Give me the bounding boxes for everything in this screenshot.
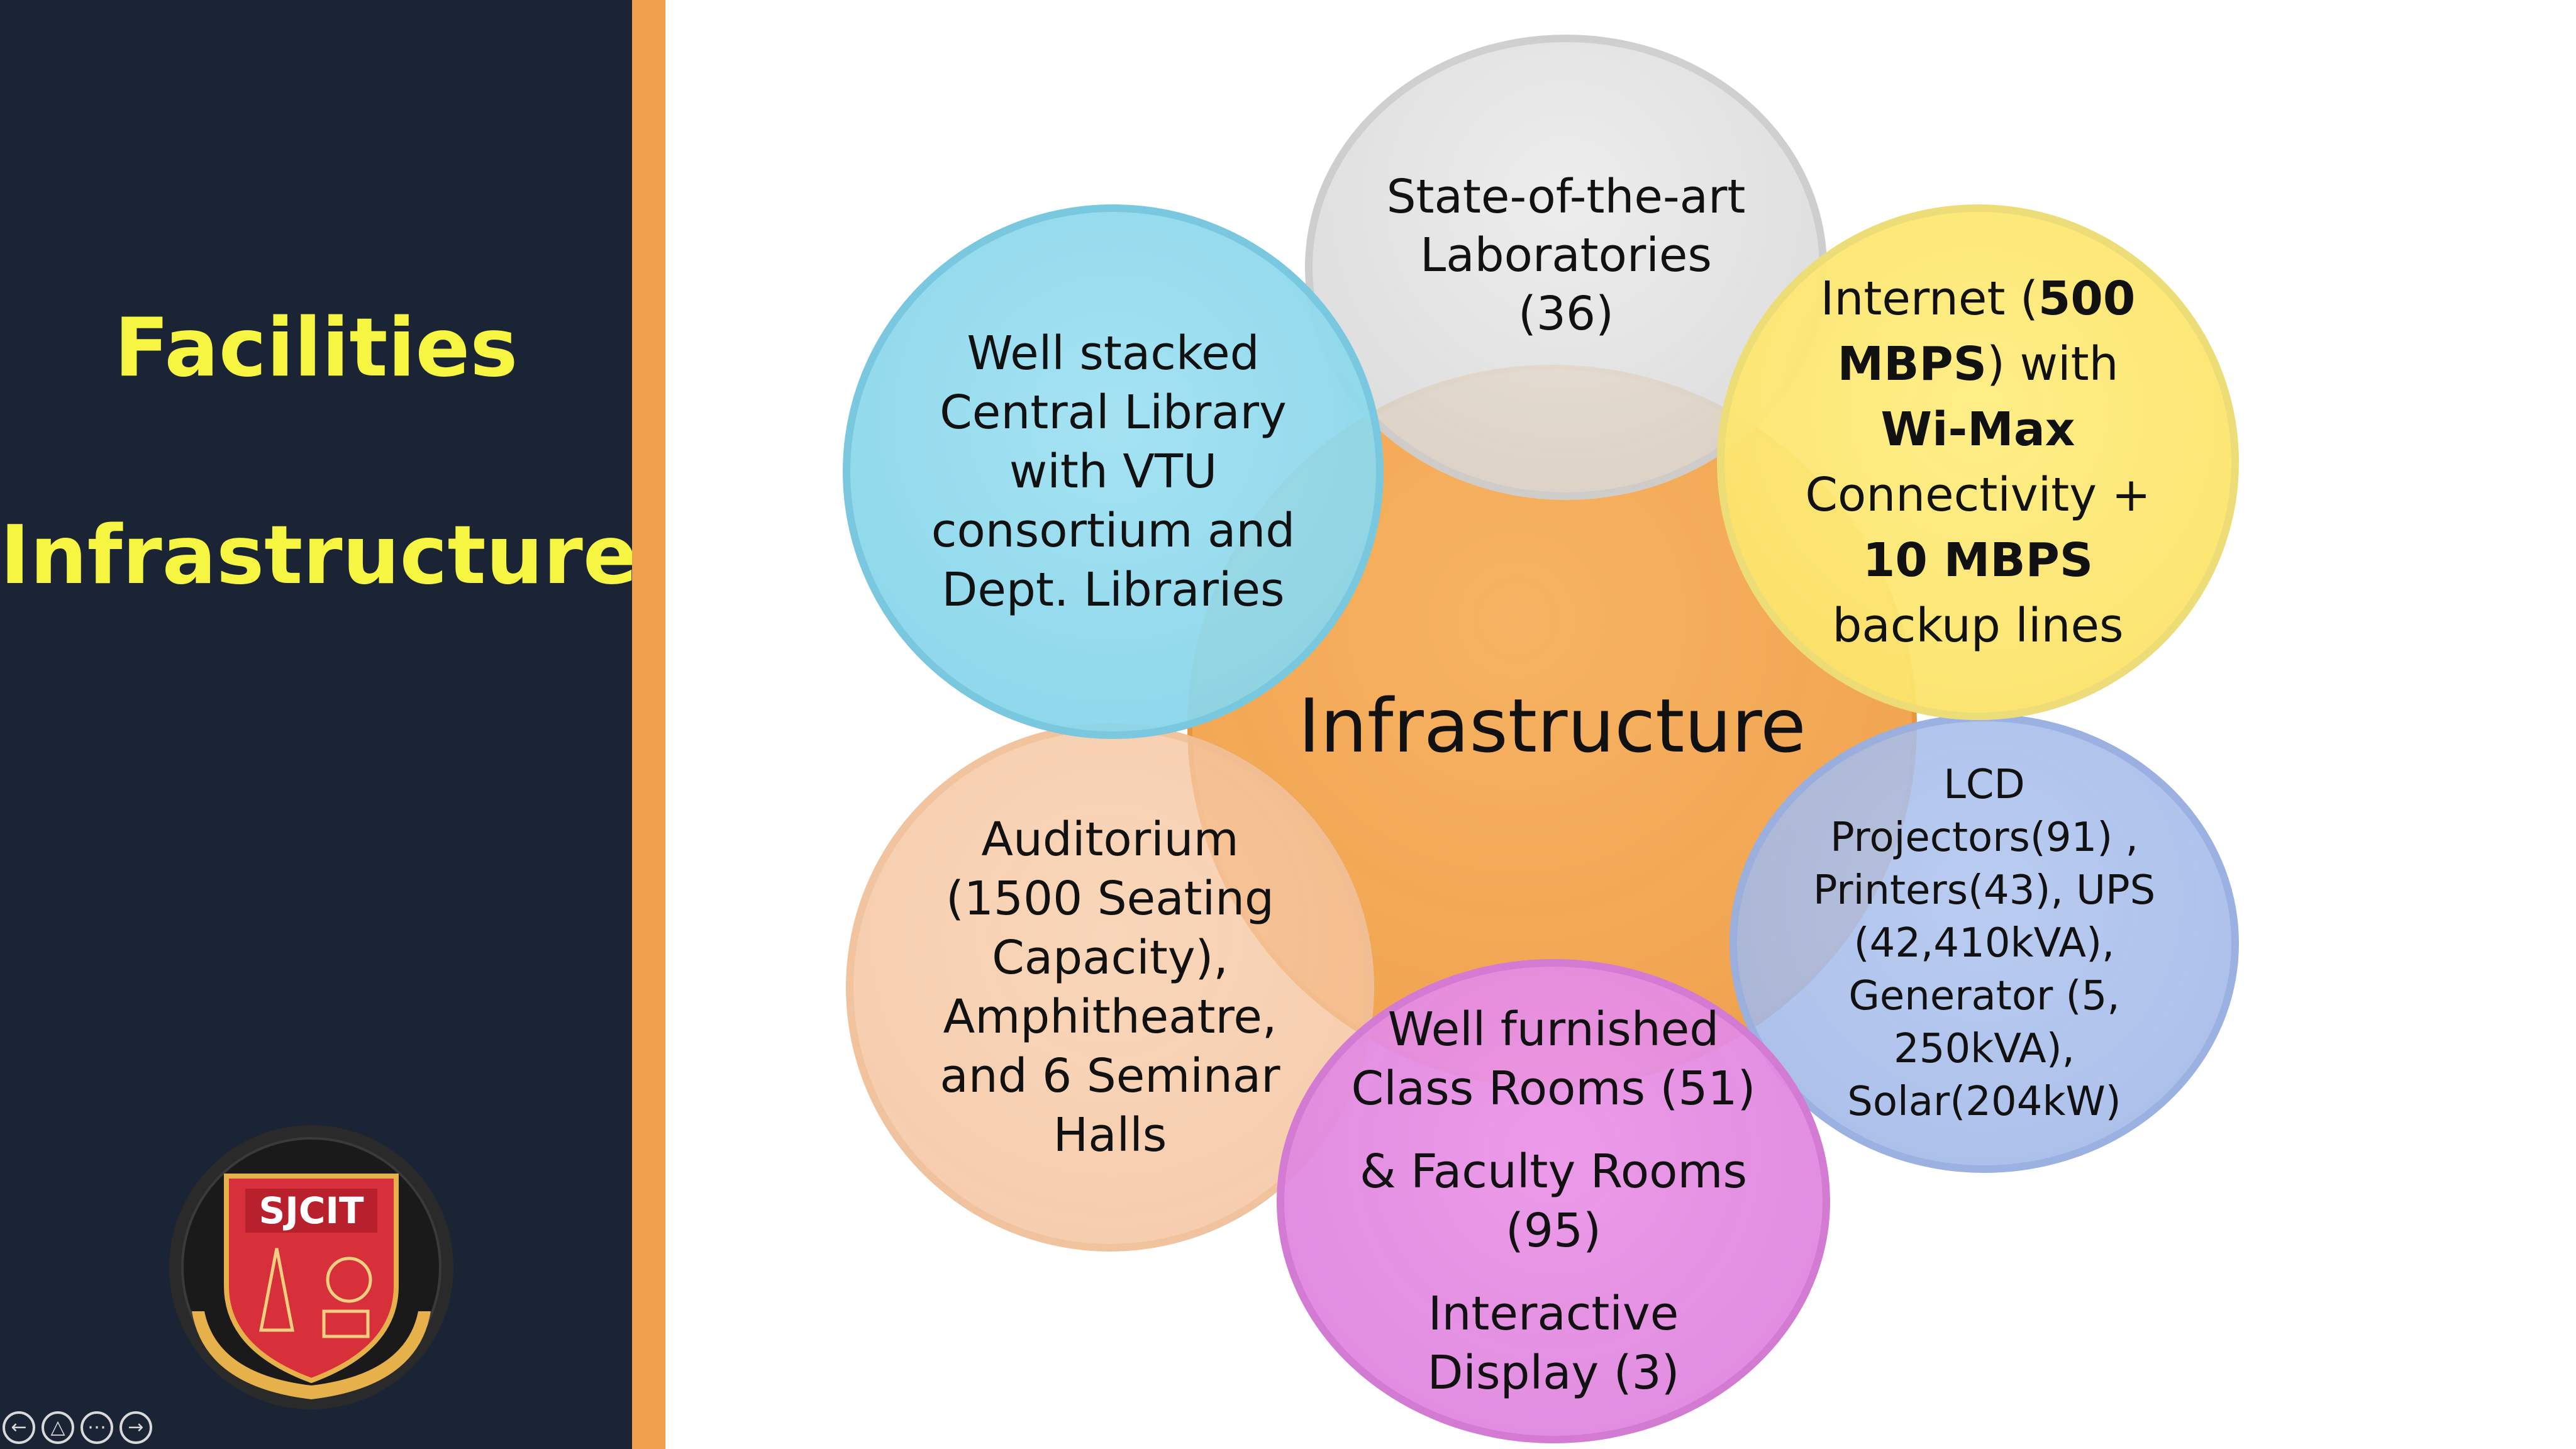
college-logo: SJCIT — [169, 1125, 453, 1409]
internet-line: 10 MBPS — [1862, 533, 2094, 587]
center-label: Infrastructure — [1298, 682, 1806, 769]
auditorium-line: Halls — [1053, 1108, 1167, 1162]
classrooms-line: Display (3) — [1427, 1346, 1680, 1400]
internet-line: Wi-Max — [1880, 402, 2075, 457]
library-line: Well stacked — [967, 326, 1260, 380]
equipment-line: LCD — [1943, 762, 2025, 808]
classrooms-line: (95) — [1506, 1204, 1601, 1258]
slide-nav-controls: ← △ ⋯ → — [3, 1411, 166, 1446]
logo-gear-icon — [326, 1257, 372, 1303]
internet-circle: Internet (500 MBPS) with Wi-Max Connecti… — [1717, 204, 2239, 720]
auditorium-line: (1500 Seating — [945, 872, 1274, 926]
classrooms-line: Well furnished — [1387, 1002, 1719, 1057]
equipment-line: Solar(204kW) — [1847, 1079, 2121, 1125]
logo-tower-icon — [258, 1248, 295, 1332]
library-circle: Well stacked Central Library with VTU co… — [843, 204, 1384, 739]
library-line: Dept. Libraries — [941, 563, 1285, 617]
slide-title-facilities: Facilities — [114, 301, 518, 395]
back-icon[interactable]: ← — [3, 1411, 35, 1444]
classrooms-line: & Faculty Rooms — [1359, 1145, 1748, 1199]
laboratories-line: (36) — [1518, 287, 1614, 341]
auditorium-line: and 6 Seminar — [940, 1049, 1280, 1103]
auditorium-line: Auditorium — [981, 813, 1239, 867]
pen-icon[interactable]: △ — [42, 1411, 74, 1444]
library-line: Central Library — [940, 386, 1287, 440]
auditorium-line: Capacity), — [992, 931, 1228, 985]
library-line: with VTU — [1009, 445, 1218, 499]
sidebar: Facilities Infrastructure SJCIT ← △ ⋯ → — [0, 0, 638, 1449]
equipment-line: (42,410kVA), — [1853, 920, 2115, 967]
logo-ribbon — [192, 1311, 431, 1399]
accent-bar — [632, 0, 665, 1449]
internet-line: Internet (500 — [1820, 272, 2136, 326]
equipment-line: 250kVA), — [1894, 1026, 2075, 1072]
internet-line: Connectivity + — [1805, 468, 2151, 522]
auditorium-line: Amphitheatre, — [943, 990, 1277, 1044]
internet-line: MBPS) with — [1837, 337, 2119, 391]
more-icon[interactable]: ⋯ — [80, 1411, 113, 1444]
slide-title-infrastructure: Infrastructure — [0, 509, 638, 602]
equipment-line: Generator (5, — [1848, 973, 2120, 1019]
library-line: consortium and — [931, 504, 1296, 558]
logo-book-icon — [322, 1309, 370, 1338]
internet-line: backup lines — [1832, 599, 2124, 653]
laboratories-line: Laboratories — [1420, 228, 1712, 282]
logo-banner — [245, 1189, 377, 1233]
classrooms-line: Interactive — [1428, 1287, 1679, 1341]
logo-text: SJCIT — [258, 1189, 364, 1232]
classrooms-line: Class Rooms (51) — [1351, 1062, 1756, 1116]
classrooms-circle: Well furnished Class Rooms (51) & Facult… — [1277, 959, 1830, 1443]
forward-icon[interactable]: → — [119, 1411, 152, 1444]
equipment-line: Printers(43), UPS — [1813, 867, 2156, 914]
equipment-line: Projectors(91) , — [1830, 814, 2138, 861]
laboratories-line: State-of-the-art — [1386, 170, 1746, 224]
